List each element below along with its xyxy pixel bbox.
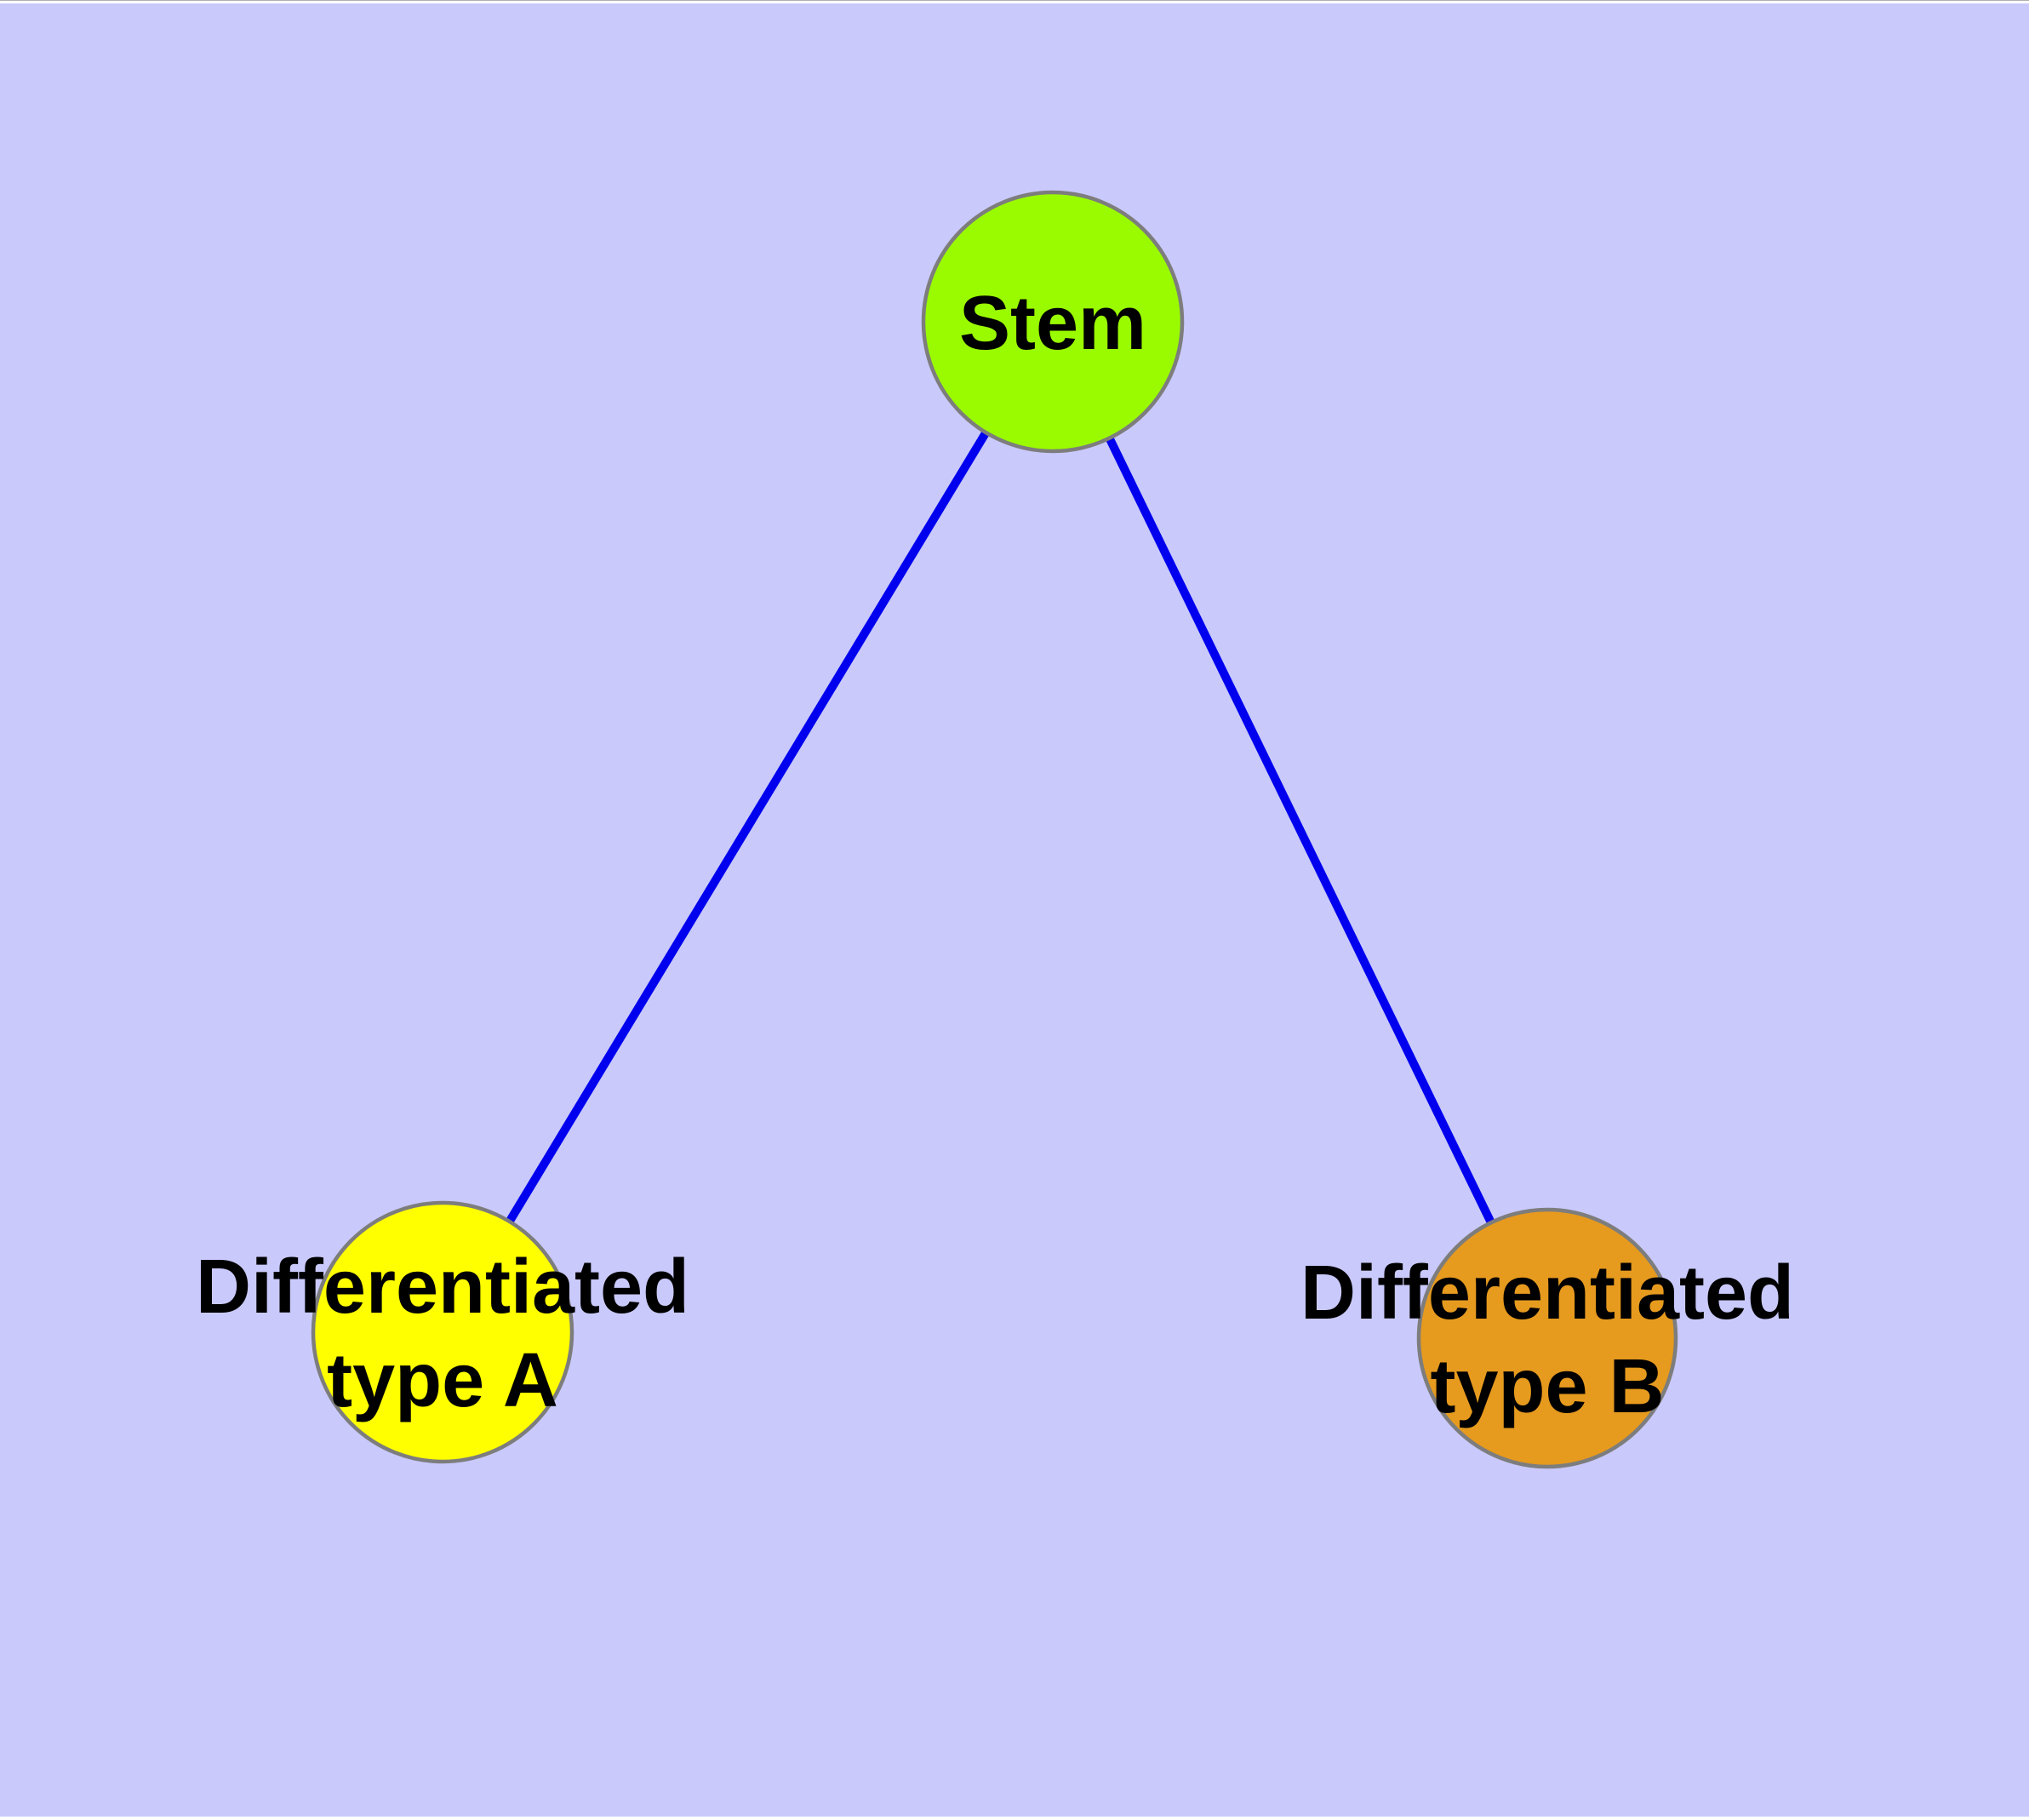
node-label-stem: Stem — [959, 281, 1146, 366]
node-stem — [921, 190, 1185, 454]
edge-stem-to-type-b — [1049, 318, 1552, 1342]
node-type-a — [311, 1200, 574, 1464]
plot-frame-bottom-edge — [0, 1817, 2029, 1820]
edge-stem-to-type-a — [438, 318, 1057, 1336]
node-type-b — [1416, 1207, 1678, 1469]
plot-frame-top-edge — [0, 0, 2029, 3]
